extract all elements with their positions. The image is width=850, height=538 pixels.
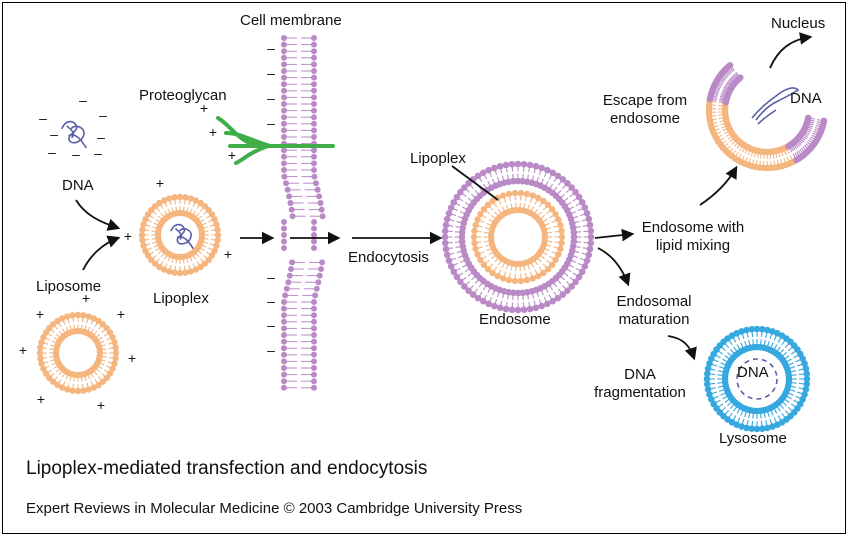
liposome — [36, 311, 120, 395]
arrow-to-maturation — [597, 247, 631, 287]
svg-text:–: – — [267, 115, 275, 131]
svg-text:–: – — [267, 65, 275, 81]
figure-credit: Expert Reviews in Molecular Medicine © 2… — [26, 500, 523, 517]
svg-text:+: + — [156, 175, 164, 191]
svg-text:+: + — [97, 397, 105, 413]
svg-text:+: + — [124, 228, 132, 244]
lipoplex-vesicle — [138, 193, 222, 277]
arrow-to-escape — [699, 165, 738, 206]
svg-text:–: – — [39, 110, 47, 126]
cell-membrane — [281, 35, 326, 391]
svg-text:+: + — [224, 246, 232, 262]
svg-text:–: – — [267, 90, 275, 106]
svg-text:+: + — [128, 350, 136, 366]
svg-text:–: – — [79, 92, 87, 108]
cell-membrane-label: Cell membrane — [240, 12, 342, 29]
svg-text:+: + — [200, 100, 208, 116]
svg-text:–: – — [267, 293, 275, 309]
endosome-vesicle — [441, 160, 595, 314]
escaping-endosome — [705, 62, 828, 172]
svg-text:+: + — [82, 290, 90, 306]
svg-text:–: – — [99, 107, 107, 123]
svg-text:–: – — [48, 144, 56, 160]
lipoplex-inner-label: Lipoplex — [410, 150, 466, 167]
liposome-label: Liposome — [36, 278, 102, 295]
svg-text:–: – — [94, 145, 102, 161]
endocytosis-label: Endocytosis — [348, 249, 429, 266]
svg-text:+: + — [36, 306, 44, 322]
lipoplex-label: Lipoplex — [153, 290, 209, 307]
lysosome-label: Lysosome — [719, 430, 787, 447]
svg-text:+: + — [209, 124, 217, 140]
figure-caption: Lipoplex-mediated transfection and endoc… — [26, 458, 428, 479]
arrow-to-lipid-mixing — [594, 228, 635, 242]
svg-text:+: + — [117, 306, 125, 322]
arrow-liposome-to-lipoplex — [82, 235, 121, 271]
arrow-to-nucleus — [769, 32, 813, 69]
nucleus-label: Nucleus — [771, 15, 826, 32]
charges: ––––––––––––––––+++++++++++++ — [19, 40, 275, 413]
svg-text:–: – — [267, 40, 275, 56]
escape-dna-label: DNA — [790, 90, 822, 107]
svg-text:–: – — [267, 317, 275, 333]
svg-text:+: + — [37, 391, 45, 407]
lysosome-vesicle — [703, 325, 811, 433]
svg-text:–: – — [97, 129, 105, 145]
proteoglycan-label: Proteoglycan — [139, 87, 227, 104]
svg-text:–: – — [50, 126, 58, 142]
svg-text:+: + — [228, 147, 236, 163]
arrow-dna-to-lipoplex — [75, 199, 121, 231]
arrow-to-lysosome — [667, 335, 697, 361]
proteoglycan — [216, 116, 335, 165]
arrows — [75, 32, 813, 361]
svg-text:–: – — [267, 269, 275, 285]
lysosome-dna-label: DNA — [737, 364, 769, 381]
free-dna — [61, 120, 87, 149]
svg-text:–: – — [267, 342, 275, 358]
dna-label: DNA — [62, 177, 94, 194]
svg-text:+: + — [19, 342, 27, 358]
endosome-label: Endosome — [479, 311, 551, 328]
svg-text:–: – — [72, 146, 80, 162]
lipoplex-pointer — [451, 165, 499, 201]
